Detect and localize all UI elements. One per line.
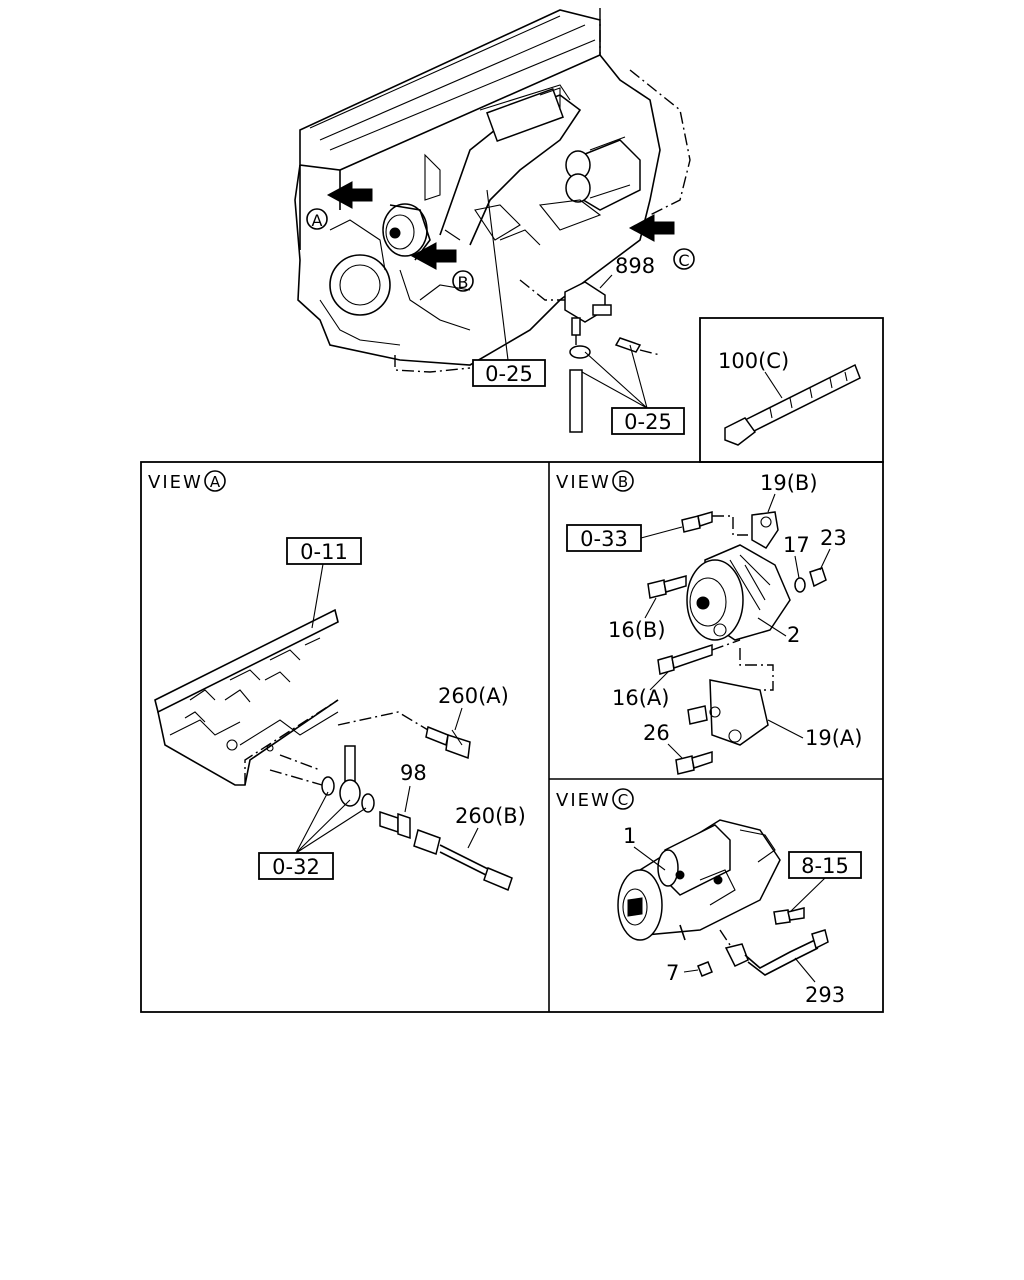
view-c-panel: VIEW C 1 8-15 [556, 788, 862, 1007]
cable-tie-inset: 100(C) [699, 317, 884, 463]
svg-text:0-11: 0-11 [300, 540, 348, 564]
starter-motor [617, 819, 781, 941]
svg-text:C: C [678, 251, 689, 270]
alternator [686, 544, 791, 641]
label-26: 26 [643, 721, 670, 745]
label-23: 23 [820, 526, 847, 550]
view-b-title: VIEW B [556, 470, 634, 493]
svg-text:C: C [618, 791, 628, 809]
bracket-19b [681, 511, 779, 549]
cylinder-head [154, 608, 339, 786]
bolt-16b [647, 575, 687, 599]
label-260a: 260(A) [438, 684, 509, 708]
label-16b: 16(B) [608, 618, 666, 642]
svg-text:VIEW: VIEW [148, 472, 203, 493]
sensor-260a [337, 711, 471, 760]
svg-text:8-15: 8-15 [801, 854, 849, 878]
svg-text:B: B [458, 273, 469, 292]
label-98: 98 [400, 761, 427, 785]
svg-text:0-33: 0-33 [580, 527, 628, 551]
nut-7 [697, 961, 713, 977]
view-marker-b: B [452, 270, 474, 292]
view-marker-c: C [673, 248, 695, 270]
label-19a: 19(A) [805, 726, 862, 750]
label-1: 1 [623, 824, 636, 848]
label-2: 2 [787, 623, 800, 647]
label-293: 293 [805, 983, 845, 1007]
svg-text:0-32: 0-32 [272, 855, 320, 879]
nut-23 [809, 567, 827, 588]
engine-overview: A B C 898 0-25 [294, 8, 695, 435]
ref-box-0-25-left: 0-25 [472, 189, 546, 387]
ref-box-0-11: 0-11 [286, 537, 362, 629]
svg-text:B: B [618, 473, 628, 491]
cable-293 [719, 929, 829, 976]
label-100c: 100(C) [718, 349, 789, 373]
view-marker-a: A [306, 208, 328, 230]
label-16a: 16(A) [612, 686, 669, 710]
svg-text:A: A [312, 211, 323, 230]
view-a-title: VIEW A [148, 470, 226, 493]
view-arrow-a [326, 181, 373, 209]
cable-bolt [773, 907, 805, 925]
bolt-26 [675, 750, 713, 775]
ref-box-0-25-right: 0-25 [581, 344, 685, 435]
svg-text:0-25: 0-25 [485, 362, 533, 386]
label-17: 17 [783, 533, 810, 557]
label-898: 898 [615, 254, 655, 278]
label-260b: 260(B) [455, 804, 526, 828]
banjo-fitting [269, 745, 375, 813]
ref-box-0-32: 0-32 [258, 791, 367, 880]
view-arrow-b [410, 242, 457, 270]
view-arrow-c [628, 214, 675, 242]
svg-text:VIEW: VIEW [556, 472, 611, 493]
sensor-260b [413, 829, 513, 892]
view-a-panel: VIEW A 0-11 260(A) [148, 470, 526, 892]
washer-17 [794, 577, 806, 593]
bolt-16a [657, 639, 741, 675]
svg-text:VIEW: VIEW [556, 790, 611, 811]
hose-assembly [569, 335, 661, 433]
pressure-sensor [519, 279, 612, 336]
bracket-19a [687, 648, 774, 746]
views-frame [140, 461, 884, 1013]
svg-text:0-25: 0-25 [624, 410, 672, 434]
label-19b: 19(B) [760, 471, 818, 495]
engine-alternator [382, 203, 431, 261]
engine-starter [538, 136, 641, 231]
svg-text:A: A [210, 473, 221, 491]
ref-box-8-15: 8-15 [788, 851, 862, 913]
bolt-98 [379, 810, 411, 840]
cable-tie [724, 363, 861, 446]
view-c-title: VIEW C [556, 788, 634, 811]
label-7: 7 [666, 961, 679, 985]
ref-box-0-33: 0-33 [566, 524, 683, 552]
view-b-panel: VIEW B 0-33 19(B) 17 23 [556, 470, 862, 775]
